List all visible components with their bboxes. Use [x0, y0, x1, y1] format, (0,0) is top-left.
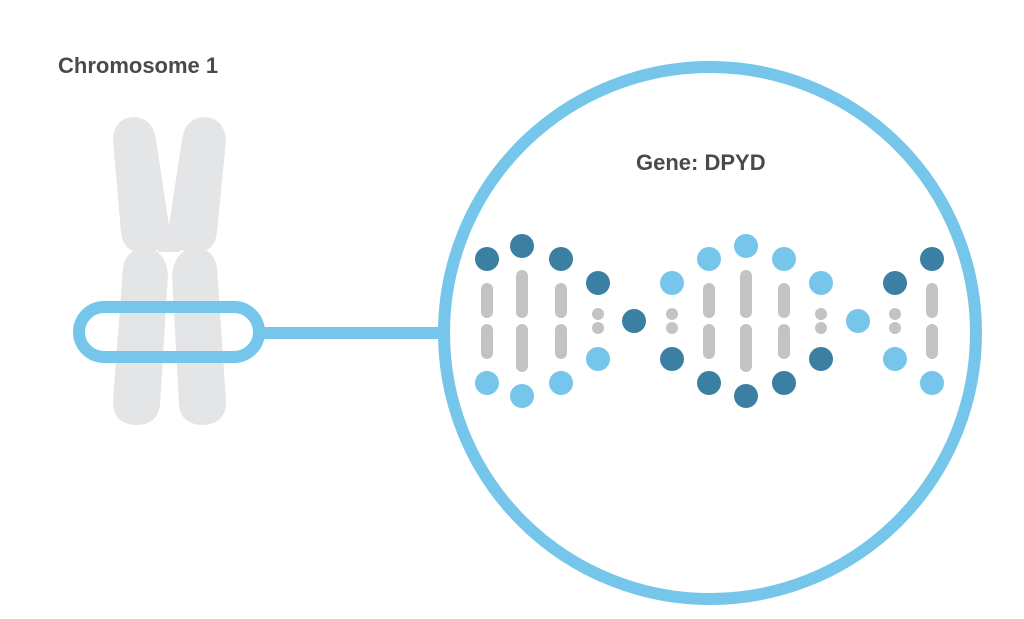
chromosome-label: Chromosome 1 — [58, 53, 219, 78]
dark-nucleotide — [809, 347, 833, 371]
base-pair-bar — [815, 322, 827, 334]
base-pair-bar — [740, 270, 752, 318]
zoom-circle — [438, 61, 982, 605]
light-nucleotide — [920, 371, 944, 395]
dark-nucleotide — [510, 234, 534, 258]
chromosome-upper-left-arm — [113, 117, 170, 253]
light-nucleotide — [586, 347, 610, 371]
dark-nucleotide — [920, 247, 944, 271]
base-pair-bar — [555, 324, 567, 359]
dark-nucleotide — [549, 247, 573, 271]
base-pair-bar — [592, 322, 604, 334]
light-nucleotide — [549, 371, 573, 395]
light-nucleotide — [475, 371, 499, 395]
dark-nucleotide — [475, 247, 499, 271]
dark-nucleotide — [622, 309, 646, 333]
light-nucleotide — [772, 247, 796, 271]
base-pair-bar — [926, 324, 938, 359]
light-nucleotide — [660, 271, 684, 295]
gene-location-marker — [73, 301, 265, 363]
dark-nucleotide — [697, 371, 721, 395]
base-pair-bar — [555, 283, 567, 318]
light-nucleotide — [883, 347, 907, 371]
chromosome-icon — [112, 117, 227, 425]
dark-nucleotide — [660, 347, 684, 371]
chromosome-lower-left-arm — [112, 248, 168, 425]
chromosome-lower-right-arm — [172, 248, 227, 425]
base-pair-bar — [703, 283, 715, 318]
light-nucleotide — [809, 271, 833, 295]
base-pair-bar — [481, 324, 493, 359]
dna-helix — [475, 234, 944, 408]
dark-nucleotide — [586, 271, 610, 295]
base-pair-bar — [703, 324, 715, 359]
base-pair-bar — [889, 322, 901, 334]
base-pair-bar — [666, 322, 678, 334]
base-pair-bar — [778, 283, 790, 318]
base-pair-bar — [926, 283, 938, 318]
chromosome-upper-right-arm — [168, 117, 226, 253]
base-pair-bar — [516, 324, 528, 372]
base-pair-bar — [740, 324, 752, 372]
light-nucleotide — [510, 384, 534, 408]
light-nucleotide — [846, 309, 870, 333]
base-pair-bar — [516, 270, 528, 318]
dark-nucleotide — [883, 271, 907, 295]
light-nucleotide — [697, 247, 721, 271]
gene-label: Gene: DPYD — [636, 150, 766, 175]
base-pair-bar — [778, 324, 790, 359]
base-pair-bar — [815, 308, 827, 320]
base-pair-bar — [481, 283, 493, 318]
light-nucleotide — [734, 234, 758, 258]
base-pair-bar — [666, 308, 678, 320]
dark-nucleotide — [772, 371, 796, 395]
base-pair-bar — [889, 308, 901, 320]
base-pair-bar — [592, 308, 604, 320]
dark-nucleotide — [734, 384, 758, 408]
